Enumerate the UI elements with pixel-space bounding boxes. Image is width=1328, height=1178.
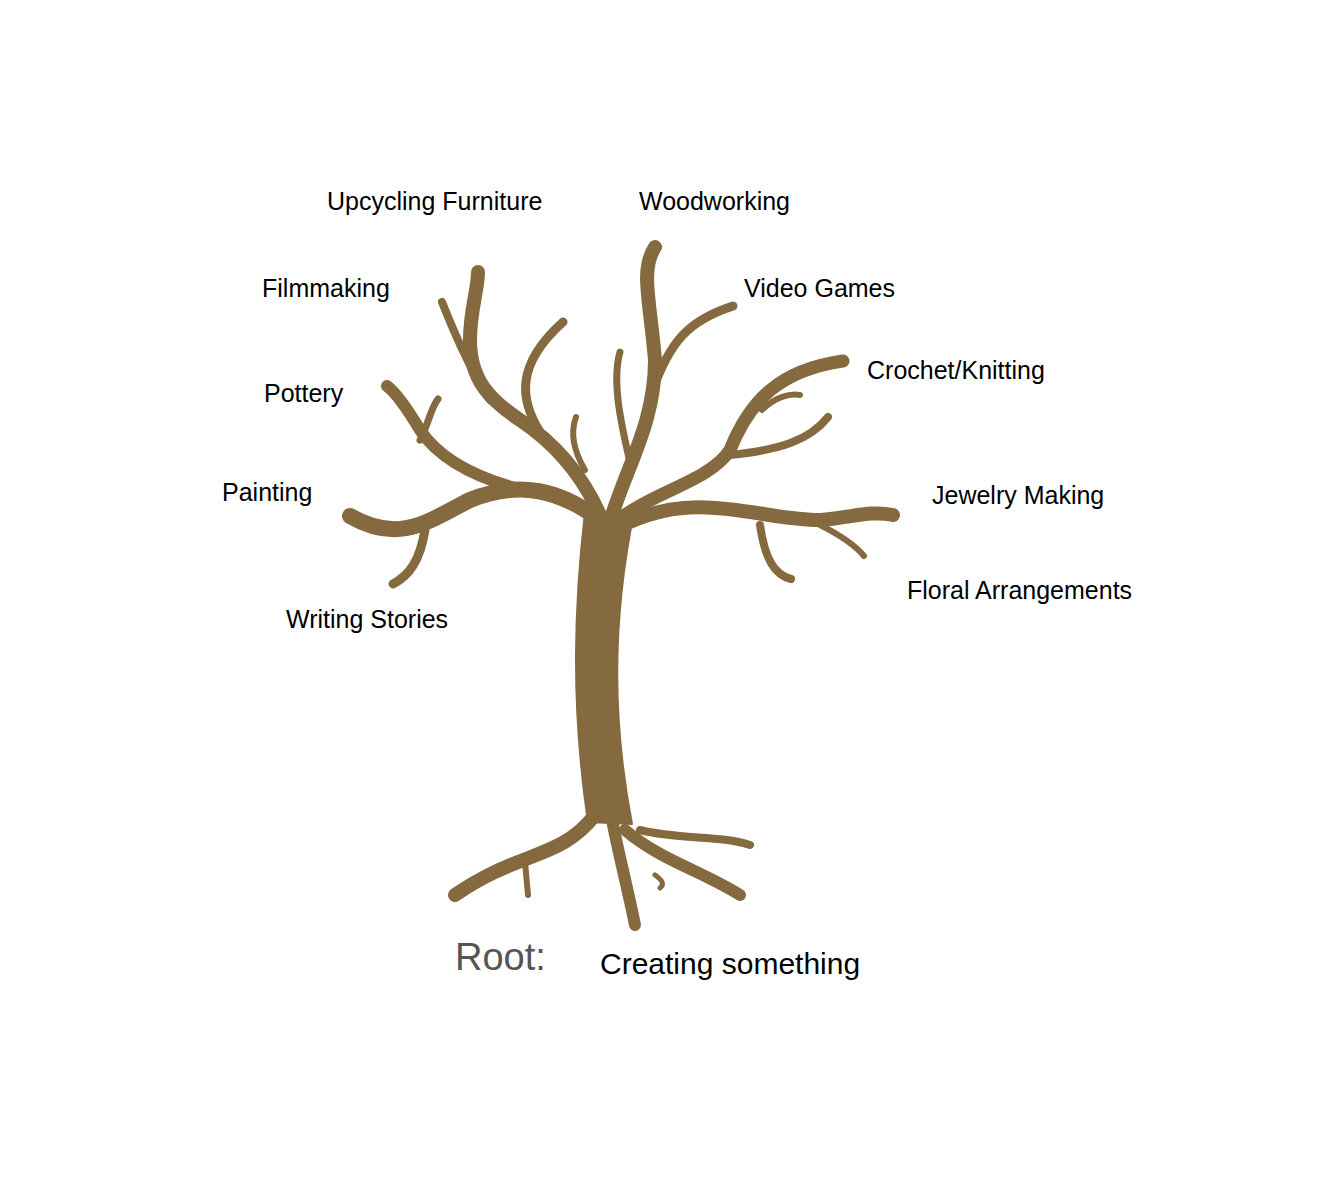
- branch-label: Painting: [222, 477, 312, 507]
- branch-label: Upcycling Furniture: [327, 186, 542, 216]
- branch-label: Pottery: [264, 378, 343, 408]
- branch-label: Writing Stories: [286, 604, 448, 634]
- branch-label: Woodworking: [639, 186, 790, 216]
- branch-label: Video Games: [744, 273, 895, 303]
- root-label: Creating something: [600, 946, 860, 982]
- branch-label: Filmmaking: [262, 273, 390, 303]
- branch-label: Floral Arrangements: [907, 575, 1132, 605]
- branch-label: Jewelry Making: [932, 480, 1104, 510]
- root-label: Root:: [455, 935, 546, 981]
- branch-label: Crochet/Knitting: [867, 355, 1045, 385]
